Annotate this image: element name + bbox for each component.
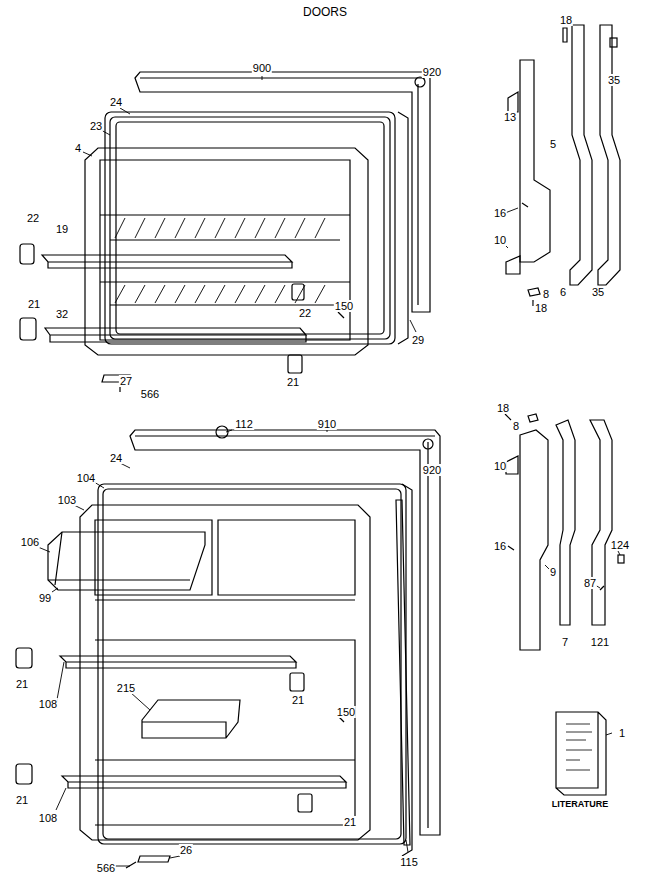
callout-number: 150 [334, 300, 354, 312]
callout-number: 21 [343, 816, 357, 828]
callout-number: 115 [399, 856, 419, 868]
callout-number: 16 [493, 207, 507, 219]
diagram-title: DOORS [301, 5, 349, 19]
callout-number: 8 [542, 288, 550, 300]
callout-number: 22 [298, 307, 312, 319]
callout-number: 566 [140, 388, 160, 400]
callout-number: 920 [422, 66, 442, 78]
callout-number: 9 [549, 566, 557, 578]
callout-number: 920 [422, 464, 442, 476]
callout-number: 16 [493, 540, 507, 552]
callout-number: 18 [559, 14, 573, 26]
callout-number: 566 [96, 862, 116, 874]
callout-number: 32 [55, 308, 69, 320]
callout-number: 6 [559, 286, 567, 298]
callout-number: 87 [583, 577, 597, 589]
callout-number: 29 [411, 334, 425, 346]
part-caption: LITERATURE [551, 798, 609, 810]
callout-number: 19 [55, 223, 69, 235]
callout-number: 108 [38, 698, 58, 710]
callout-number: 215 [116, 682, 136, 694]
callout-number: 24 [109, 96, 123, 108]
callout-number: 112 [234, 418, 254, 430]
callout-number: 10 [493, 460, 507, 472]
callout-number: 18 [496, 402, 510, 414]
callout-number: 35 [607, 74, 621, 86]
callout-number: 21 [15, 678, 29, 690]
callout-number: 26 [179, 844, 193, 856]
callout-number: 910 [317, 418, 337, 430]
callout-number: 8 [512, 420, 520, 432]
callout-number: 21 [286, 376, 300, 388]
callout-number: 21 [15, 794, 29, 806]
callout-number: 13 [503, 111, 517, 123]
callout-number: 99 [38, 592, 52, 604]
callout-number: 5 [549, 138, 557, 150]
callout-number: 104 [76, 472, 96, 484]
callout-number: 106 [20, 536, 40, 548]
callout-number: 4 [74, 142, 82, 154]
callout-number: 21 [27, 298, 41, 310]
callout-number: 35 [591, 286, 605, 298]
callout-number: 103 [57, 494, 77, 506]
callout-number: 22 [26, 212, 40, 224]
callout-number: 121 [590, 636, 610, 648]
callout-number: 10 [493, 234, 507, 246]
callout-number: 21 [291, 694, 305, 706]
callout-number: 23 [89, 120, 103, 132]
callout-number: 124 [610, 539, 630, 551]
callout-number: 150 [336, 706, 356, 718]
callout-number: 18 [534, 302, 548, 314]
callout-number: 900 [252, 62, 272, 74]
callout-number: 24 [109, 452, 123, 464]
callout-number: 1 [618, 727, 626, 739]
callout-number: 108 [38, 812, 58, 824]
callout-number: 7 [561, 636, 569, 648]
callout-number: 27 [119, 375, 133, 387]
